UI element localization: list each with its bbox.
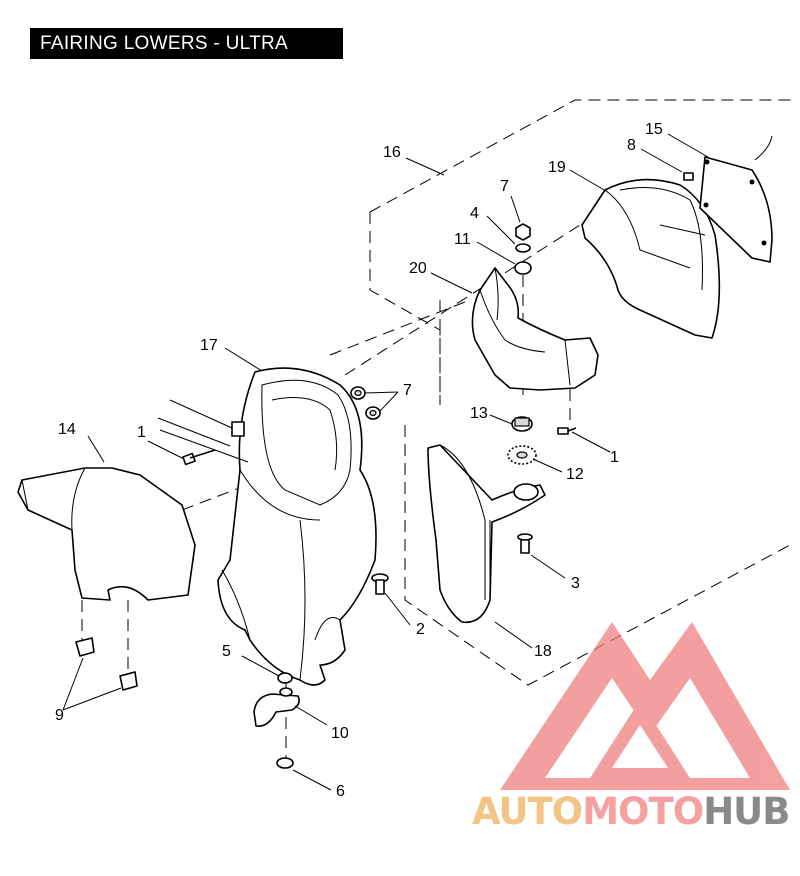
callout-5: 5 bbox=[222, 643, 231, 660]
part-18-door bbox=[427, 444, 546, 624]
watermark-logo bbox=[500, 622, 790, 790]
callout-7-top: 7 bbox=[500, 178, 509, 195]
callout-13: 13 bbox=[470, 405, 488, 422]
callout-20: 20 bbox=[409, 260, 427, 277]
callout-2: 2 bbox=[416, 621, 425, 638]
parts-5-10-6-hardware bbox=[253, 672, 300, 769]
callout-16: 16 bbox=[383, 144, 401, 161]
callout-4: 4 bbox=[470, 205, 479, 222]
callout-19: 19 bbox=[548, 159, 566, 176]
parts-13-12-hardware bbox=[507, 416, 537, 465]
brand-part-auto: AUTO bbox=[472, 790, 583, 833]
part-9-clips bbox=[75, 637, 138, 691]
callout-8: 8 bbox=[627, 137, 636, 154]
parts-7-4-11-hardware bbox=[514, 223, 532, 275]
brand-part-hub: HUB bbox=[703, 790, 790, 833]
callout-3: 3 bbox=[571, 575, 580, 592]
brand-part-moto: MOTO bbox=[582, 790, 704, 833]
callout-numbers: 1 1 2 3 4 5 6 7 7 8 9 10 11 12 13 15 14 … bbox=[55, 121, 663, 800]
callout-1-right: 1 bbox=[610, 449, 619, 466]
callout-7-grommets: 7 bbox=[403, 382, 412, 399]
callout-18: 18 bbox=[534, 643, 552, 660]
callout-17: 17 bbox=[200, 337, 218, 354]
leader-lines bbox=[62, 133, 709, 791]
callout-9: 9 bbox=[55, 707, 64, 724]
watermark-brand-text: AUTOMOTOHUB bbox=[472, 792, 792, 832]
callout-6: 6 bbox=[336, 783, 345, 800]
callout-14: 14 bbox=[58, 421, 76, 438]
part-17-fairing-lower bbox=[217, 367, 377, 686]
part-20-bracket bbox=[471, 267, 599, 391]
part-7-grommets bbox=[350, 386, 381, 420]
part-1-screw-left bbox=[157, 399, 249, 466]
callout-12: 12 bbox=[566, 466, 584, 483]
page-title: FAIRING LOWERS - ULTRA bbox=[30, 28, 343, 59]
callout-11: 11 bbox=[454, 231, 471, 248]
callout-1-left: 1 bbox=[137, 424, 146, 441]
callout-10: 10 bbox=[331, 725, 349, 742]
part-15-panel bbox=[683, 135, 773, 263]
part-1-screw-right bbox=[557, 427, 577, 435]
part-19-inner-shell bbox=[581, 178, 721, 339]
callout-15: 15 bbox=[645, 121, 663, 138]
part-2-screw bbox=[371, 573, 389, 595]
part-14-fairing-cap bbox=[17, 467, 196, 601]
